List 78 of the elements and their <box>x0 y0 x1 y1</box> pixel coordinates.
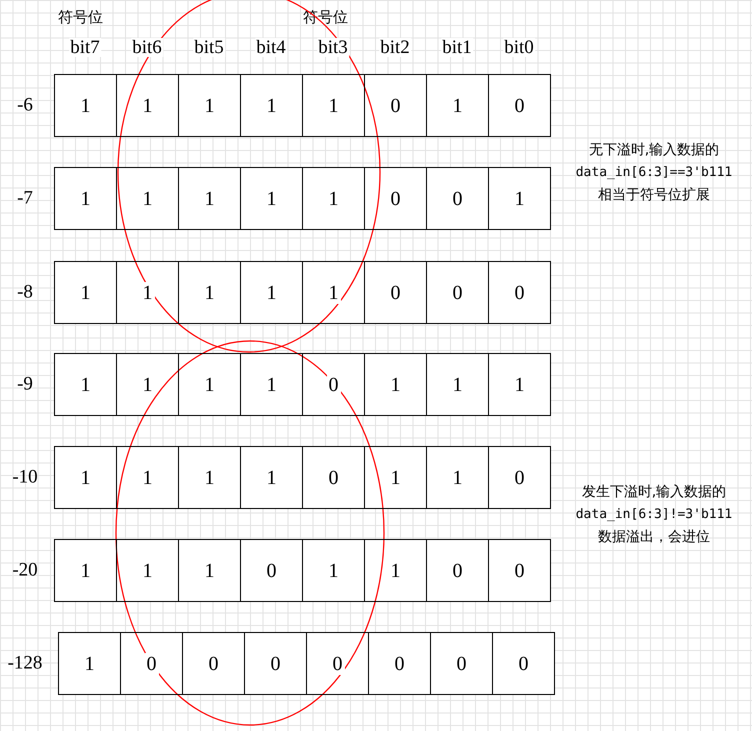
bit-cell: 1 <box>426 74 489 137</box>
bit-cell: 0 <box>302 446 365 509</box>
note-text: 无下溢时,输入数据的 <box>588 143 720 157</box>
note-text: 相当于符号位扩展 <box>598 188 710 202</box>
bit-cell: 0 <box>240 539 303 602</box>
bit-cell: 1 <box>240 74 303 137</box>
bit-cell: 1 <box>178 539 241 602</box>
bit-cell: 0 <box>302 353 365 416</box>
bit-cell: 1 <box>240 167 303 230</box>
bit-cell: 0 <box>120 632 183 695</box>
bit-cell: 1 <box>178 353 241 416</box>
bit-cell: 1 <box>426 446 489 509</box>
bit-cell: 0 <box>488 539 551 602</box>
bit-cell: 1 <box>302 74 365 137</box>
bit-cell: 1 <box>58 632 121 695</box>
bit-cell: 0 <box>182 632 245 695</box>
bit-cell: 1 <box>426 353 489 416</box>
bit-header: bit6 <box>131 38 163 57</box>
bit-cell: 1 <box>364 539 427 602</box>
bit-header: bit5 <box>193 38 225 57</box>
bit-header: bit2 <box>379 38 411 57</box>
row-value-label: -10 <box>12 468 38 486</box>
bit-header: bit7 <box>69 38 101 57</box>
bit-cell: 1 <box>302 167 365 230</box>
sign-bit-label: 符号位 <box>58 10 103 25</box>
bit-header: bit4 <box>255 38 287 57</box>
bit-cell: 1 <box>364 353 427 416</box>
bit-cell: 0 <box>488 261 551 324</box>
bit-cell: 1 <box>54 74 117 137</box>
bit-cell: 0 <box>426 539 489 602</box>
bit-cell: 0 <box>368 632 431 695</box>
bit-cell: 1 <box>240 446 303 509</box>
bit-cell: 1 <box>488 353 551 416</box>
bit-cell: 0 <box>430 632 493 695</box>
bit-cell: 1 <box>116 446 179 509</box>
bit-cell: 1 <box>54 353 117 416</box>
bit-cell: 1 <box>116 539 179 602</box>
bit-cell: 1 <box>488 167 551 230</box>
bit-cell: 1 <box>178 446 241 509</box>
row-value-label: -9 <box>17 374 33 394</box>
bit-cell: 0 <box>364 167 427 230</box>
bit-cell: 0 <box>492 632 555 695</box>
bit-cell: 1 <box>116 353 179 416</box>
bit-cell: 1 <box>240 353 303 416</box>
row-value-label: -6 <box>17 96 33 114</box>
note-text: data_in[6:3]==3'b111 <box>576 166 732 179</box>
bit-header: bit0 <box>503 38 535 57</box>
bit-cell: 1 <box>54 539 117 602</box>
row-value-label: -7 <box>17 188 33 208</box>
bit-cell: 0 <box>488 74 551 137</box>
bit-cell: 0 <box>244 632 307 695</box>
bit-cell: 0 <box>364 74 427 137</box>
bit-cell: 0 <box>426 167 489 230</box>
bit-cell: 1 <box>178 167 241 230</box>
row-value-label: -8 <box>17 282 33 302</box>
row-value-label: -20 <box>12 560 38 580</box>
bit-cell: 1 <box>54 261 117 324</box>
bit-cell: 1 <box>178 261 241 324</box>
bit-cell: 1 <box>302 261 365 324</box>
bit-header: bit1 <box>441 38 473 57</box>
bit-cell: 0 <box>364 261 427 324</box>
bit-cell: 0 <box>306 632 369 695</box>
bit-cell: 1 <box>240 261 303 324</box>
bit-cell: 0 <box>488 446 551 509</box>
bit-header: bit3 <box>317 38 349 57</box>
bit-cell: 1 <box>178 74 241 137</box>
note-text: data_in[6:3]!=3'b111 <box>576 508 732 521</box>
row-value-label: -128 <box>8 654 42 672</box>
bit-cell: 1 <box>364 446 427 509</box>
note-text: 发生下溢时,输入数据的 <box>582 485 726 499</box>
bit-cell: 1 <box>54 167 117 230</box>
bit-cell: 1 <box>54 446 117 509</box>
bit-cell: 1 <box>116 261 179 324</box>
bit-cell: 1 <box>116 74 179 137</box>
bit-cell: 0 <box>426 261 489 324</box>
note-text: 数据溢出，会进位 <box>598 530 710 544</box>
bit-cell: 1 <box>116 167 179 230</box>
bit-cell: 1 <box>302 539 365 602</box>
